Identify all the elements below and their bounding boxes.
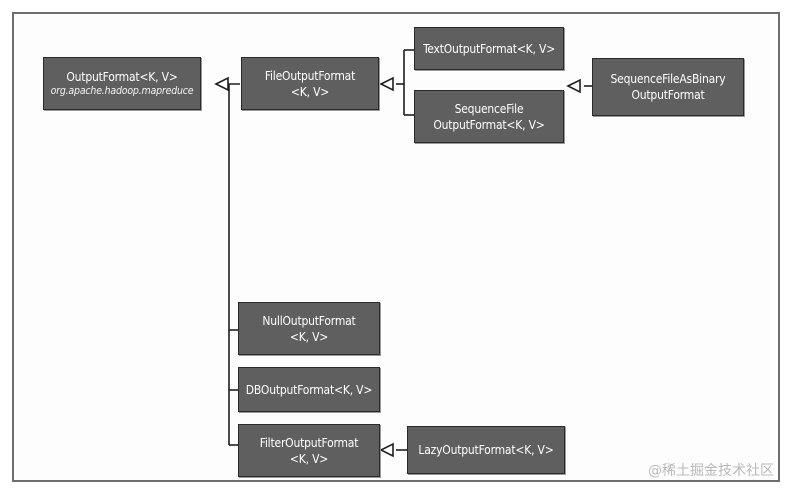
output-format-label: OutputFormat<K, V> [66, 70, 178, 84]
null-output-format-line1: NullOutputFormat [262, 313, 356, 328]
file-output-format-box: FileOutputFormat <K, V> [241, 57, 379, 110]
sequence-file-line1: SequenceFile [454, 101, 524, 116]
filter-output-format-line2: <K, V> [289, 451, 329, 466]
file-output-format-line1: FileOutputFormat [264, 68, 356, 83]
filter-output-format-line1: FilterOutputFormat [259, 435, 359, 450]
sequence-binary-line2: OutputFormat [631, 88, 705, 102]
lazy-output-format-label: LazyOutputFormat<K, V> [418, 443, 554, 457]
arrowhead-to-output [214, 76, 229, 92]
file-output-format-line2: <K, V> [290, 84, 330, 99]
arrowhead-to-filter [379, 442, 394, 458]
watermark: @稀土掘金技术社区 [648, 463, 774, 479]
db-output-format-box: DBOutputFormat<K, V> [238, 367, 380, 412]
db-output-format-label: DBOutputFormat<K, V> [245, 382, 373, 397]
sequence-file-line2: OutputFormat<K, V> [433, 117, 545, 132]
null-output-format-box: NullOutputFormat <K, V> [238, 302, 380, 355]
sequence-file-as-binary-box: SequenceFileAsBinary OutputFormat [592, 58, 744, 116]
sequence-binary-line1: SequenceFileAsBinary [610, 72, 726, 86]
arrowhead-to-file [379, 76, 394, 92]
text-output-format-box: TextOutputFormat<K, V> [414, 27, 564, 70]
sequence-file-output-format-box: SequenceFile OutputFormat<K, V> [414, 90, 564, 143]
output-format-package: org.apache.hadoop.mapreduce [50, 85, 194, 97]
lazy-output-format-box: LazyOutputFormat<K, V> [407, 426, 565, 474]
null-output-format-line2: <K, V> [289, 329, 329, 344]
text-output-format-label: TextOutputFormat<K, V> [422, 41, 556, 56]
output-format-box: OutputFormat<K, V> org.apache.hadoop.map… [43, 57, 201, 110]
filter-output-format-box: FilterOutputFormat <K, V> [238, 424, 380, 477]
arrowhead-to-sequence [566, 78, 581, 94]
